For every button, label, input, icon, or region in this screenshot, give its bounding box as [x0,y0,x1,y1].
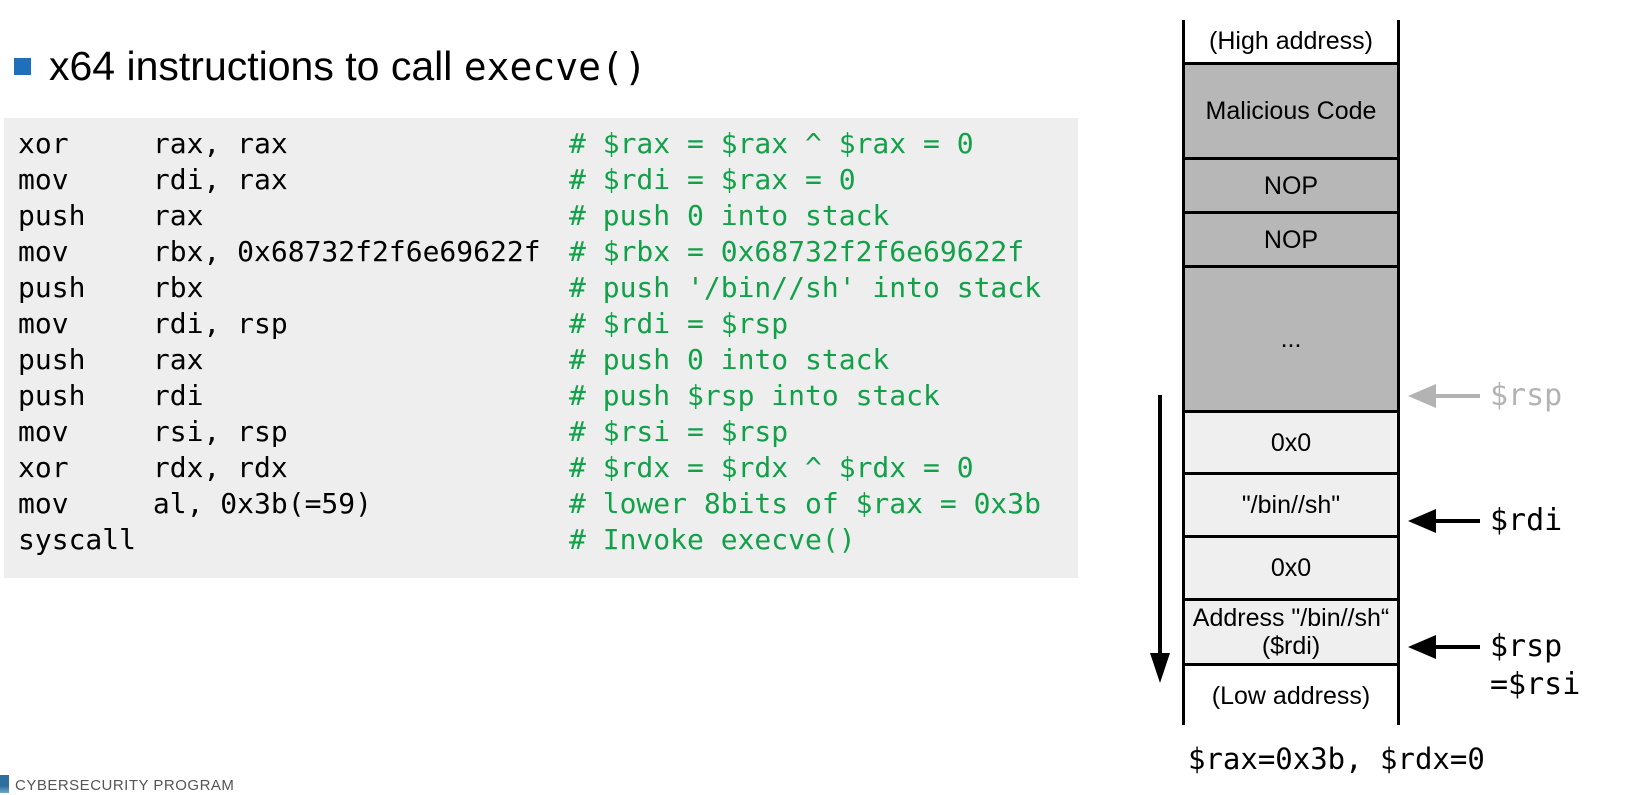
register-pointer-rdi: $rdi [1408,503,1562,538]
code-line: mov rsi, rsp # $rsi = $rsp [18,414,1078,450]
stack-cell: NOP [1185,157,1397,211]
register-pointer-label: $rsp [1490,378,1563,413]
code-line: mov rdi, rsp # $rdi = $rsp [18,306,1078,342]
code-line: syscall # Invoke execve() [18,522,1078,558]
bullet-square-icon [14,58,31,75]
register-pointer-sublabel: =$rsi [1490,667,1581,702]
code-instruction: syscall [18,523,137,556]
stack-cell: (High address) [1209,27,1373,55]
code-instruction: push rax [18,199,204,232]
logo-mark-icon [0,775,9,793]
stack-cell-line: ($rdi) [1261,632,1321,660]
code-comment: # push '/bin//sh' into stack [569,271,1042,304]
code-line: mov rbx, 0x68732f2f6e69622f # $rbx = 0x68… [18,234,1078,270]
arrow-left-icon [1408,383,1480,408]
stack-cell: 0x0 [1185,535,1397,598]
code-comment: # $rsi = $rsp [569,415,789,448]
footer-logo: CYBERSECURITY PROGRAM [0,775,234,793]
code-comment: # Invoke execve() [569,523,856,556]
code-comment: # push $rsp into stack [569,379,940,412]
arrow-left-icon [1408,508,1480,533]
code-instruction: push rbx [18,271,204,304]
stack-cell: "/bin//sh" [1185,472,1397,535]
code-comment: # lower 8bits of $rax = 0x3b [569,487,1042,520]
code-line: push rax # push 0 into stack [18,342,1078,378]
stack-cell: Address "/bin//sh“($rdi) [1185,598,1397,663]
register-state-note: $rax=0x3b, $rdx=0 [1188,742,1485,776]
code-comment: # $rbx = 0x68732f2f6e69622f [569,235,1025,268]
stack-cell: NOP [1185,211,1397,265]
page-title-text: x64 instructions to call execve() [49,46,647,87]
code-comment: # $rax = $rax ^ $rax = 0 [569,127,974,160]
register-pointer-rsp: $rsp [1408,378,1562,413]
code-comment: # $rdi = $rsp [569,307,789,340]
stack-cell-line: Address "/bin//sh“ [1192,604,1390,632]
code-line: mov al, 0x3b(=59) # lower 8bits of $rax =… [18,486,1078,522]
stack-cell: ... [1185,265,1397,410]
code-line: push rdi # push $rsp into stack [18,378,1078,414]
code-instruction: mov al, 0x3b(=59) [18,487,373,520]
code-comment: # $rdx = $rdx ^ $rdx = 0 [569,451,974,484]
stack-growth-down-arrow [1150,395,1170,683]
stack-cell: Malicious Code [1185,62,1397,157]
register-pointer-label: $rdi [1490,503,1563,538]
code-comment: # push 0 into stack [569,343,890,376]
code-instruction: xor rax, rax [18,127,288,160]
code-instruction: mov rdi, rsp [18,307,288,340]
stack-cell: 0x0 [1185,410,1397,472]
page-title-code: execve() [463,45,647,89]
code-instruction: mov rsi, rsp [18,415,288,448]
code-line: mov rdi, rax # $rdi = $rax = 0 [18,162,1078,198]
code-comment: # push 0 into stack [569,199,890,232]
footer-logo-text: CYBERSECURITY PROGRAM [15,777,235,794]
code-instruction: push rax [18,343,204,376]
page-title: x64 instructions to call execve() [14,46,647,87]
code-line: xor rdx, rdx # $rdx = $rdx ^ $rdx = 0 [18,450,1078,486]
register-pointer-label: $rsp [1490,629,1563,664]
code-line: xor rax, rax # $rax = $rax ^ $rax = 0 [18,126,1078,162]
code-instruction: xor rdx, rdx [18,451,288,484]
code-instruction: mov rdi, rax [18,163,288,196]
code-instruction: push rdi [18,379,204,412]
code-instruction: mov rbx, 0x68732f2f6e69622f [18,235,541,268]
arrow-left-icon [1408,634,1480,659]
code-line: push rax # push 0 into stack [18,198,1078,234]
code-comment: # $rdi = $rax = 0 [569,163,856,196]
code-line: push rbx # push '/bin//sh' into stack [18,270,1078,306]
page-title-prefix: x64 instructions to call [49,43,464,89]
stack-cell: (Low address) [1185,663,1397,725]
register-pointer-rsp: $rsp [1408,629,1562,664]
